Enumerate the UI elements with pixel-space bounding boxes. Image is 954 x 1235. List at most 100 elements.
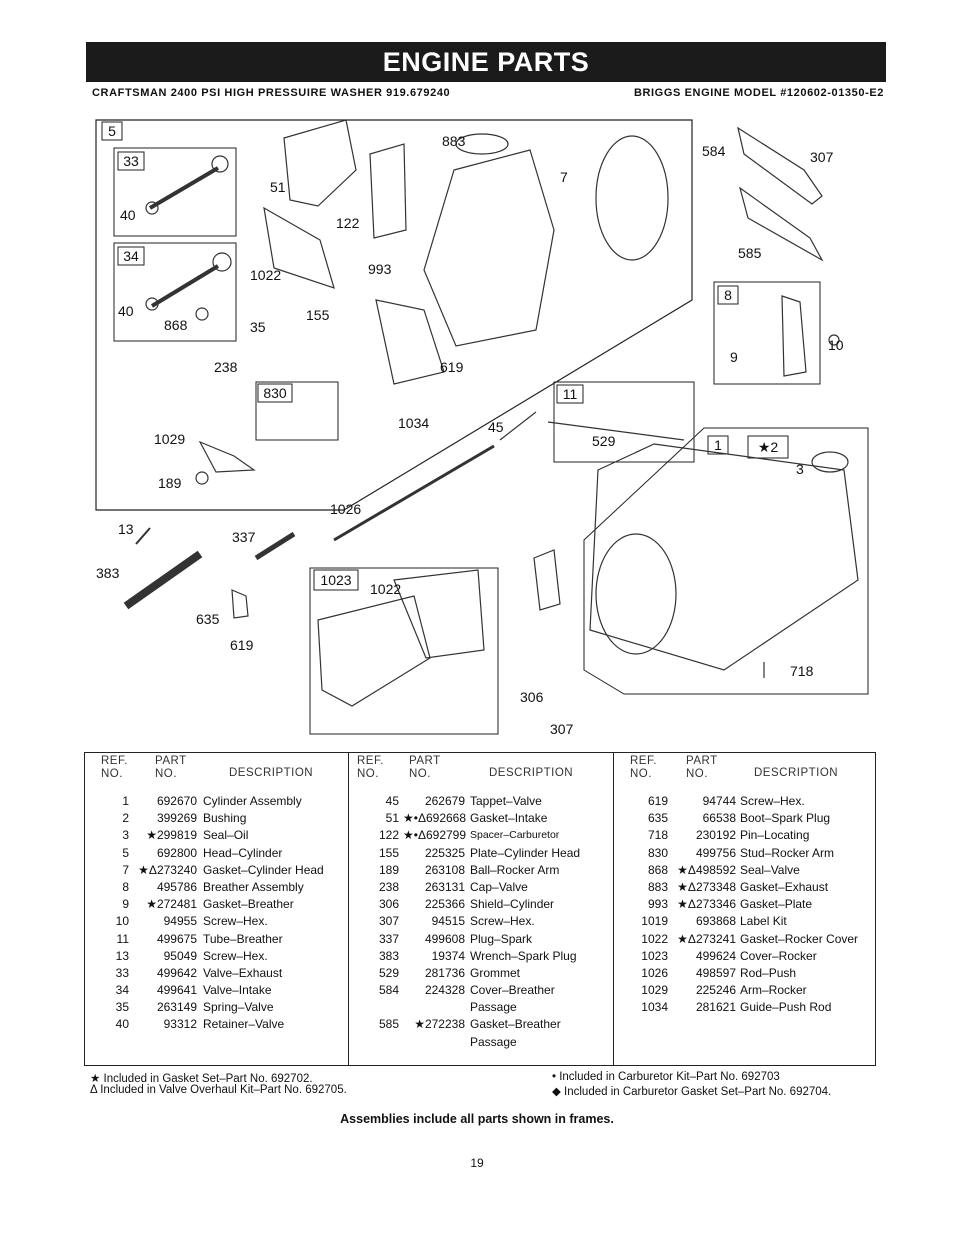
description-cell: Wrench–Spark Plug (470, 948, 577, 963)
ref-no-cell: 993 (647, 897, 668, 912)
description-header: DESCRIPTION (754, 767, 839, 779)
table-row: Passage (349, 999, 614, 1016)
callout: 40 (120, 207, 136, 223)
ref-no-cell: 189 (378, 862, 399, 877)
description-cell: Screw–Hex. (203, 948, 268, 963)
callout: 1029 (154, 431, 185, 447)
description-cell: Plug–Spark (470, 931, 533, 946)
product-subtitle: CRAFTSMAN 2400 PSI HIGH PRESSUIRE WASHER… (92, 87, 451, 99)
description-header: DESCRIPTION (489, 767, 574, 779)
ref-no-header: REF. NO. (357, 755, 384, 780)
part-no-cell: 263149 (156, 1000, 197, 1015)
ref-no-cell: 13 (115, 948, 129, 963)
part-no-cell: 499642 (156, 965, 197, 980)
frame-1 (583, 427, 869, 695)
description-cell: Gasket–Rocker Cover (740, 931, 859, 946)
part-no-cell: 224328 (424, 983, 465, 998)
ref-no-cell: 45 (385, 794, 399, 808)
part-no-cell: ★Δ273241 (677, 931, 736, 946)
box-label: 11 (563, 386, 578, 402)
description-cell: Ball–Rocker Arm (470, 862, 560, 877)
part-no-cell: ★•Δ692799 (403, 828, 467, 843)
callout: 306 (520, 689, 544, 705)
callout: 635 (196, 611, 220, 627)
part-no-cell: ★272481 (146, 897, 197, 912)
ref-no-cell: 1 (122, 794, 129, 808)
frame-2 (747, 435, 789, 459)
part-no-cell: 225325 (424, 845, 465, 860)
description-cell: Label Kit (740, 914, 787, 929)
callout: 619 (440, 359, 464, 375)
description-cell: Arm–Rocker (740, 983, 807, 998)
description-cell: Breather Assembly (203, 879, 304, 894)
description-cell: Valve–Intake (203, 983, 272, 998)
ref-no-cell: 337 (378, 931, 399, 946)
part-no-cell: 499608 (424, 931, 465, 946)
part-no-header: PART NO. (409, 755, 441, 780)
part-no-cell: ★272238 (414, 1017, 465, 1032)
ref-no-cell: 1034 (641, 1000, 668, 1015)
ref-no-cell: 33 (115, 965, 129, 980)
box-label: ★2 (758, 439, 779, 455)
callout: 7 (560, 169, 568, 185)
callout: 238 (214, 359, 238, 375)
part-no-header: PART NO. (686, 755, 718, 780)
part-no-cell: ★Δ273240 (138, 862, 197, 877)
callout: 35 (250, 319, 266, 335)
description-cell: Cylinder Assembly (203, 794, 302, 808)
description-cell: Gasket–Plate (740, 897, 813, 912)
description-cell: Screw–Hex. (470, 914, 535, 929)
description-cell: Screw–Hex. (740, 794, 805, 808)
description-cell: Gasket–Intake (470, 811, 548, 826)
ref-no-cell: 8 (122, 879, 129, 894)
column-header: REF. NO. PART NO. DESCRIPTION (349, 753, 614, 785)
callout: 529 (592, 433, 616, 449)
callout: 718 (790, 663, 814, 679)
assembly-note: Assemblies include all parts shown in fr… (340, 1112, 614, 1126)
callout-labels: 40 40 868 51 122 1022 993 883 7 584 307 … (96, 133, 844, 737)
part-no-cell: 19374 (431, 948, 465, 963)
part-no-cell: 225366 (424, 897, 465, 912)
table-row: Passage (349, 1034, 614, 1051)
ref-no-cell: 122 (378, 828, 399, 843)
footnote-diamond: ◆ Included in Carburetor Gasket Set–Part… (552, 1086, 832, 1098)
description-cell: Retainer–Valve (203, 1017, 285, 1032)
ref-no-cell: 11 (116, 931, 129, 946)
part-no-cell: 498597 (695, 965, 736, 980)
callout: 155 (306, 307, 330, 323)
description-cell: Shield–Cylinder (470, 897, 555, 912)
box-label: 8 (724, 287, 732, 303)
engine-model-subtitle: BRIGGS ENGINE MODEL #120602-01350-E2 (633, 87, 884, 99)
callout: 51 (270, 179, 286, 195)
callout: 45 (488, 419, 504, 435)
description-cell: Cover–Rocker (740, 948, 817, 963)
part-no-cell: 281736 (424, 965, 465, 980)
part-no-cell: ★Δ498592 (677, 862, 736, 877)
description-cell: Cap–Valve (470, 879, 528, 894)
callout: 122 (336, 215, 360, 231)
description-cell: Passage (470, 1000, 517, 1015)
callout: 189 (158, 475, 182, 491)
